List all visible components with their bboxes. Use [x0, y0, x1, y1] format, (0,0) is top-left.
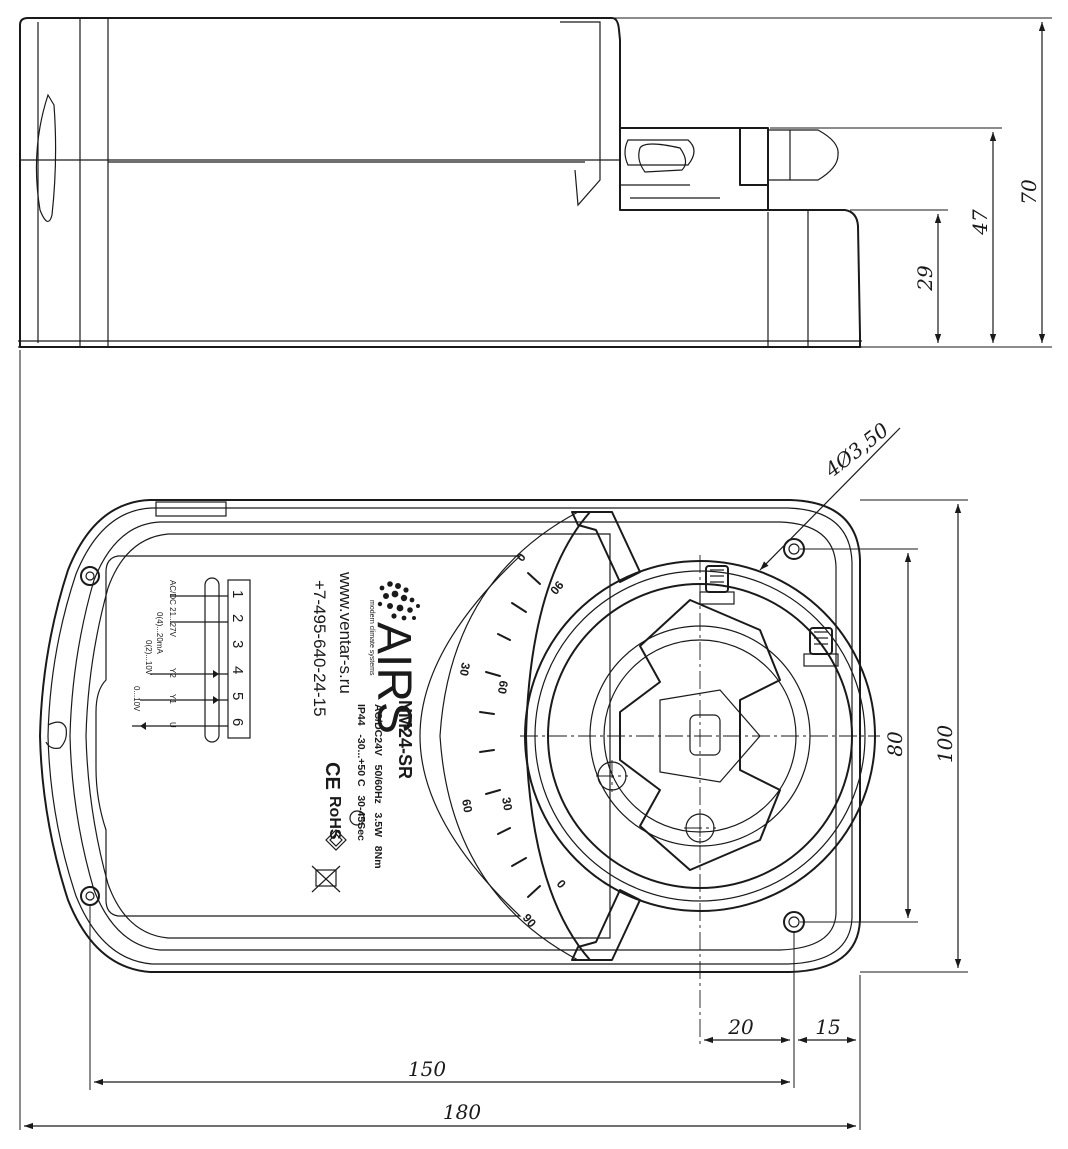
ce-mark: CE — [321, 762, 343, 790]
brand-tagline: modern climate systems — [368, 600, 375, 676]
terminal-strip: 1 2 3 4 5 6 AC/DC 21...27V 0(4)...20mA 0… — [132, 577, 251, 743]
dim-80: 80 — [883, 731, 907, 757]
motor-symbol-icon — [349, 810, 365, 826]
dim-100: 100 — [933, 725, 957, 763]
spec-row-2: IP44 -30...+50 C 30-45Sec — [355, 704, 367, 841]
weee-bin-icon — [311, 865, 341, 893]
phone: +7-495-640-24-15 — [310, 580, 329, 717]
terminal-1: 1 — [229, 590, 246, 598]
terminal-3: 3 — [229, 640, 246, 648]
scale-90-bottom: 90 — [520, 911, 540, 930]
terminal-6: 6 — [229, 718, 246, 726]
dim-29: 29 — [913, 265, 937, 292]
label-plate: 1 2 3 4 5 6 AC/DC 21...27V 0(4)...20mA 0… — [132, 571, 420, 893]
rohs-mark: RoHS — [326, 796, 343, 840]
dim-150: 150 — [408, 1057, 446, 1081]
pin-y2: Y2 — [168, 668, 177, 678]
supply-label: AC/DC 21...27V — [168, 580, 177, 638]
scale-30-upper: 30 — [457, 661, 473, 677]
terminal-5: 5 — [229, 692, 246, 700]
terminal-2: 2 — [229, 614, 246, 622]
dim-15: 15 — [815, 1015, 840, 1039]
dim-180: 180 — [443, 1100, 481, 1124]
pin-u: U — [168, 722, 177, 728]
pin-y1: Y1 — [168, 694, 177, 704]
double-insulation-icon — [325, 829, 347, 851]
signal-20ma: 0(4)...20mA — [155, 612, 164, 654]
dim-47: 47 — [968, 209, 992, 236]
scale-0-bottom: 0 — [554, 877, 569, 891]
terminal-4: 4 — [229, 666, 246, 674]
brand-name: AIRS — [367, 622, 420, 734]
side-view: 70 47 29 — [18, 17, 1052, 348]
bolt-lower — [803, 627, 839, 667]
spec-row-1: AC/DC24V 50/60Hz 3.5W 8Nm — [372, 704, 384, 869]
dim-20: 20 — [727, 1015, 754, 1039]
top-view: 1 2 3 4 5 6 AC/DC 21...27V 0(4)...20mA 0… — [19, 350, 968, 1130]
scale-30-lower: 30 — [499, 796, 515, 812]
scale-60-upper: 60 — [495, 679, 511, 695]
airs-logo: AIRS modern climate systems — [367, 581, 420, 734]
model-name: NM24-SR — [395, 700, 415, 779]
website: www.ventar-s.ru — [336, 571, 355, 694]
angle-scale: 0 90 30 60 30 60 0 90 — [457, 550, 569, 930]
signal-10v-a: 0(2)...10V — [144, 640, 153, 676]
scale-60-lower: 60 — [459, 798, 475, 814]
signal-10v-b: 0...10V — [132, 686, 141, 712]
dim-70: 70 — [1017, 179, 1041, 205]
